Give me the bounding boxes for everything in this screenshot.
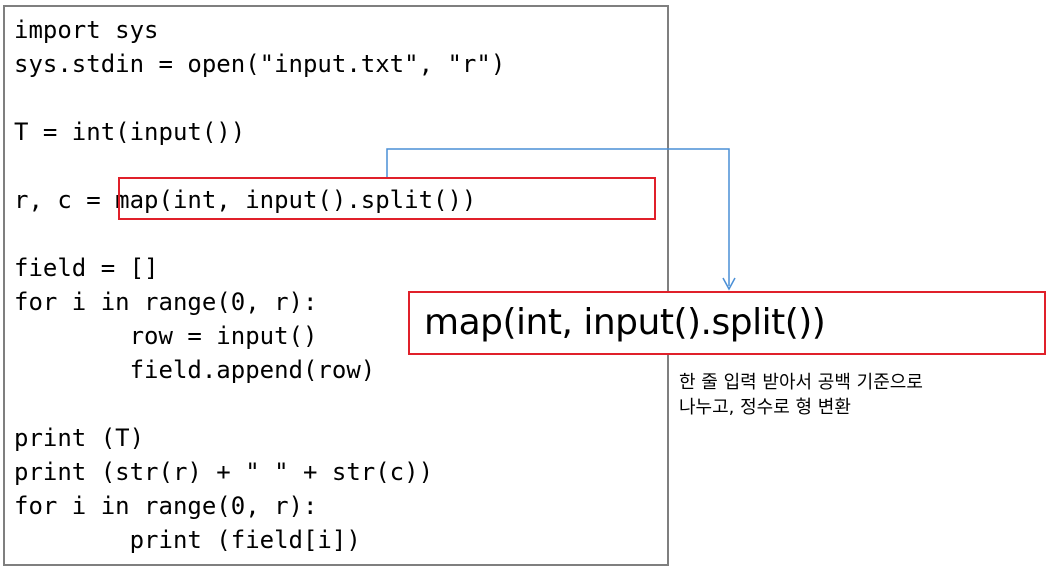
- code-line-11: field.append(row): [14, 356, 376, 384]
- code-line-16: print (field[i]): [14, 526, 361, 554]
- explanation-note: 한 줄 입력 받아서 공백 기준으로 나누고, 정수로 형 변환: [679, 370, 923, 420]
- code-line-13: print (T): [14, 424, 145, 452]
- code-line-10: row = input(): [14, 322, 318, 350]
- code-line-8: field = []: [14, 254, 159, 282]
- code-line-9: for i in range(0, r):: [14, 288, 318, 316]
- callout-text: map(int, input().split()): [424, 302, 826, 343]
- code-line-14: print (str(r) + " " + str(c)): [14, 458, 434, 486]
- note-line-1: 한 줄 입력 받아서 공백 기준으로: [679, 372, 923, 393]
- connector-line: [386, 148, 730, 286]
- code-line-4: T = int(input()): [14, 118, 246, 146]
- code-line-15: for i in range(0, r):: [14, 492, 318, 520]
- code-highlight-box: [118, 177, 656, 220]
- note-line-2: 나누고, 정수로 형 변환: [679, 397, 851, 418]
- code-line-1: import sys: [14, 16, 159, 44]
- code-panel: [3, 5, 669, 566]
- code-line-2: sys.stdin = open("input.txt", "r"): [14, 50, 506, 78]
- callout-box: map(int, input().split()): [408, 291, 1046, 355]
- code-line-6: r, c = map(int, input().split()): [14, 186, 477, 214]
- arrow-head-icon: [722, 277, 736, 291]
